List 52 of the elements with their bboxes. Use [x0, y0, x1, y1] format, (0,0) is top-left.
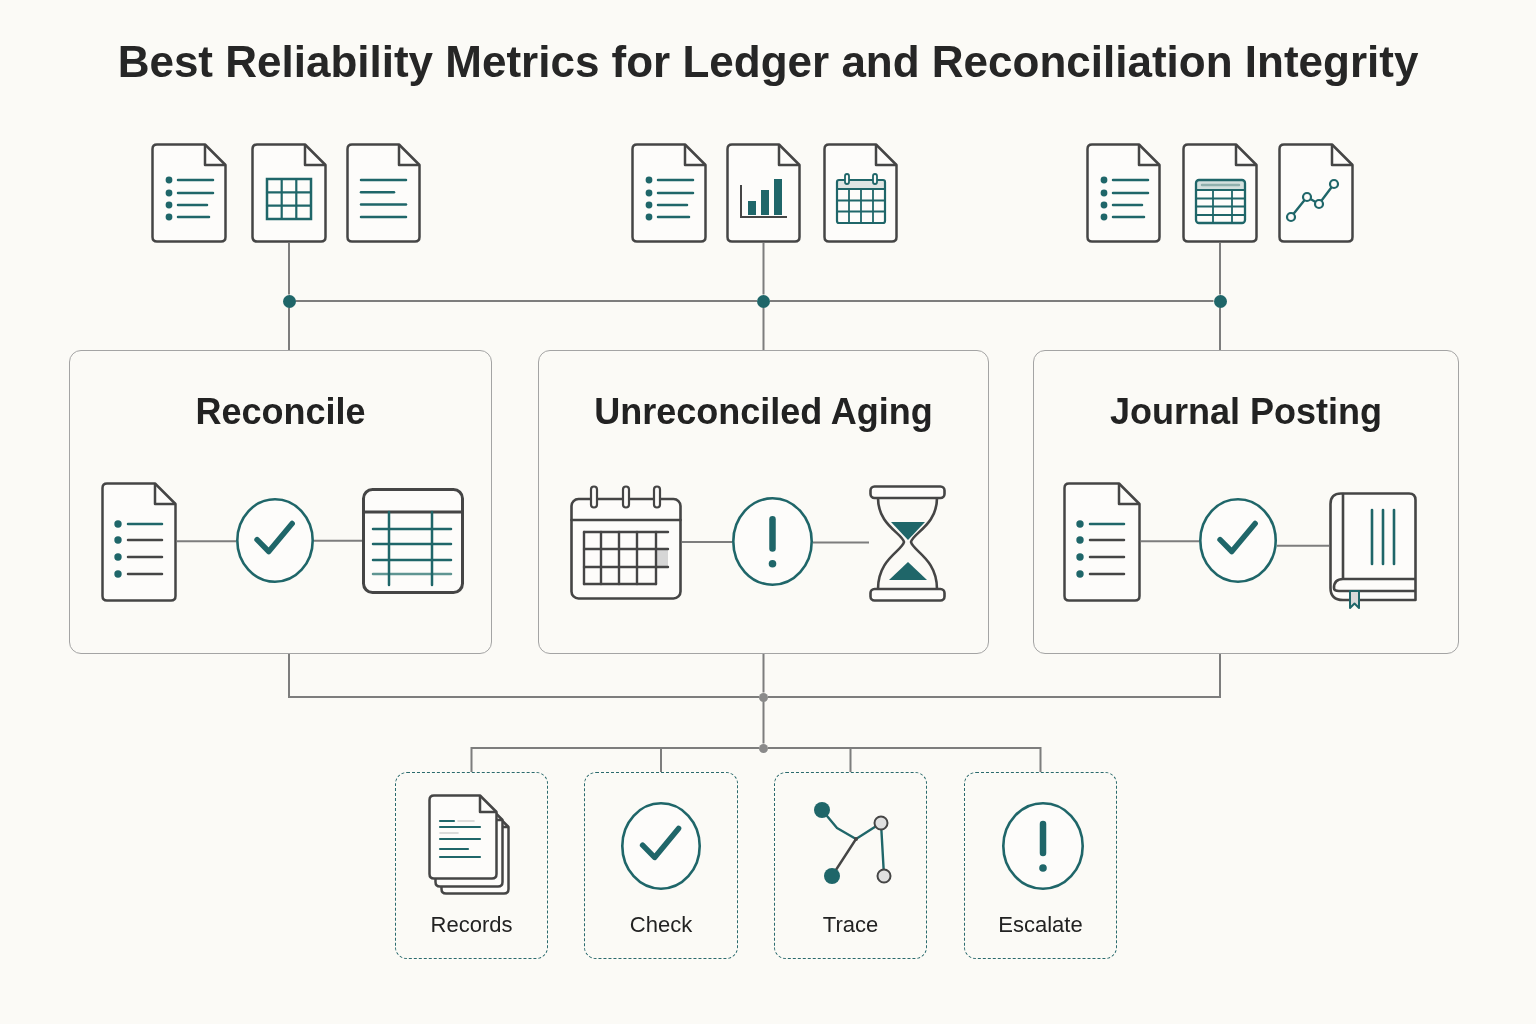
connector-line — [660, 747, 760, 773]
connector-line — [288, 242, 290, 296]
connector-line — [812, 541, 870, 544]
list-document-icon — [100, 481, 177, 602]
connector-line — [1219, 242, 1221, 296]
connector-line — [1276, 544, 1330, 547]
card-title: Unreconciled Aging — [594, 391, 933, 433]
table-document-icon — [1182, 143, 1258, 243]
connector-line — [762, 306, 765, 351]
action-card — [395, 772, 548, 959]
metric-card — [538, 350, 989, 654]
calendar-icon — [569, 484, 682, 600]
diagram-title: Best Reliability Metrics for Ledger and Reconciliation Integrity — [117, 36, 1419, 88]
connector-line — [176, 540, 237, 543]
connector-line — [762, 242, 765, 296]
connector-line — [313, 539, 363, 542]
list-document-icon — [1062, 481, 1141, 602]
junction-dot — [282, 294, 296, 308]
check-circle-icon — [1198, 497, 1277, 583]
action-card — [964, 772, 1117, 959]
exclamation-circle-icon — [731, 496, 813, 586]
action-card — [584, 772, 738, 959]
card-title: Journal Posting — [1110, 391, 1382, 433]
action-label: Trace — [822, 912, 879, 939]
connector-line — [762, 700, 765, 745]
connector-line — [1140, 540, 1200, 543]
connector-line — [288, 306, 290, 351]
hourglass-icon — [868, 484, 946, 602]
connector-line — [294, 300, 758, 302]
junction-dot — [757, 294, 770, 308]
junction-dot — [759, 692, 768, 702]
bar-chart-document-icon — [726, 143, 801, 243]
connector-line — [769, 300, 1215, 302]
card-title: Reconcile — [195, 391, 366, 433]
table-document-icon — [251, 143, 327, 243]
action-label: Check — [629, 912, 693, 939]
metric-card — [1033, 350, 1459, 654]
junction-dot — [1213, 294, 1227, 308]
table-icon — [361, 487, 464, 594]
connector-line — [762, 653, 765, 694]
connector-line — [767, 747, 1042, 773]
check-circle-icon — [235, 497, 314, 583]
connector-line — [681, 541, 733, 543]
connector-line — [288, 653, 760, 698]
connector-line — [1219, 306, 1221, 351]
book-icon — [1328, 491, 1417, 610]
metric-card — [69, 350, 492, 654]
action-label: Escalate — [998, 912, 1083, 939]
junction-dot — [759, 743, 768, 753]
action-label: Records — [430, 912, 513, 939]
connector-line — [767, 653, 1221, 698]
action-card — [774, 772, 927, 959]
